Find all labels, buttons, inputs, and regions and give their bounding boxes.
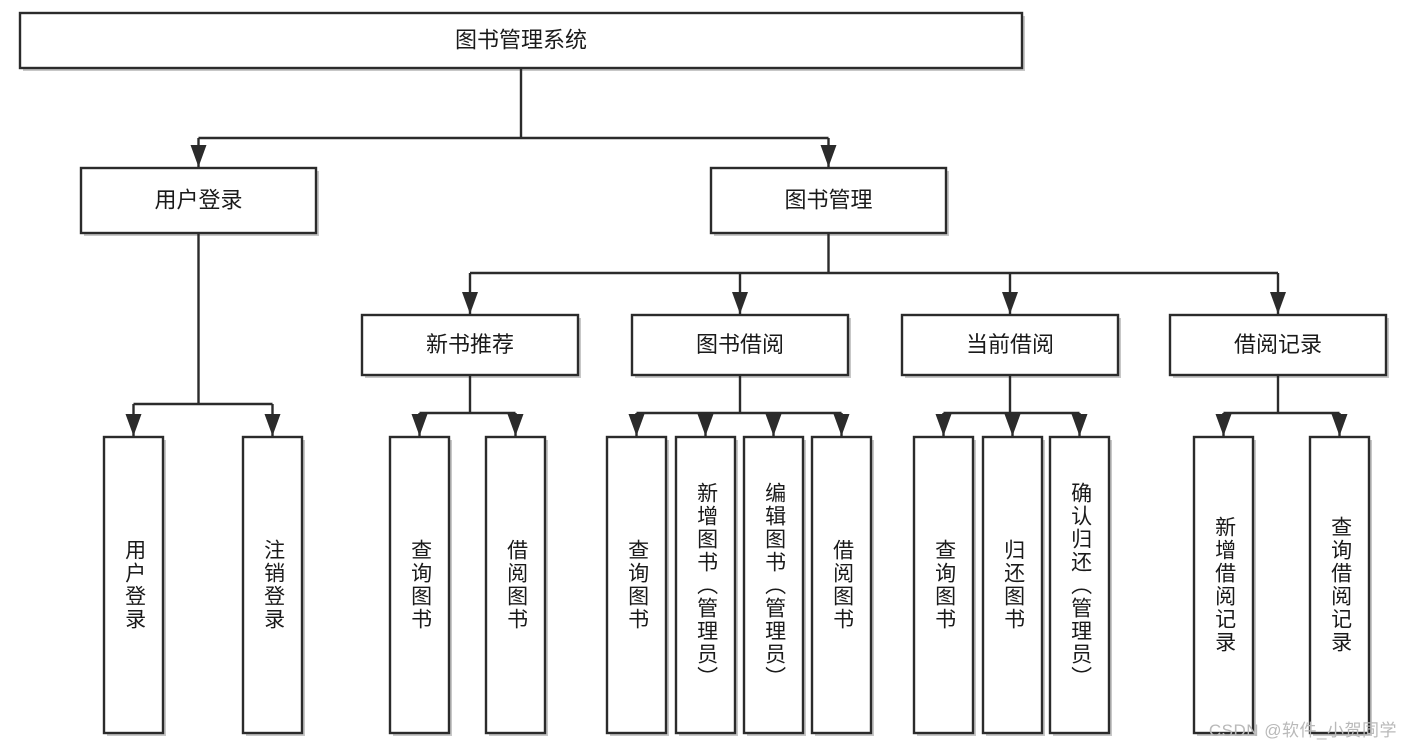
node-level2-0-label: 用户登录 (154, 187, 242, 212)
arrow-head-icon (264, 414, 281, 436)
watermark-text: CSDN @软件_小贺同学 (1208, 721, 1397, 740)
node-leaf-1[interactable] (241, 435, 304, 735)
arrow-head-icon (1215, 414, 1232, 436)
arrow-head-icon (1004, 414, 1021, 436)
node-leaf-3[interactable] (484, 435, 547, 735)
arrow-head-icon (833, 414, 850, 436)
arrow-head-icon (190, 145, 207, 167)
node-level3-2-label: 当前借阅 (966, 332, 1054, 357)
arrow-head-icon (462, 292, 478, 314)
node-level2-1-label: 图书管理 (784, 187, 872, 212)
node-level2-0[interactable] (79, 166, 318, 235)
node-leaf-12[interactable] (1308, 435, 1371, 735)
arrow-head-icon (765, 414, 782, 436)
node-level3-3[interactable] (1168, 313, 1388, 377)
node-leaf-11[interactable] (1192, 435, 1255, 735)
connector-layer (125, 68, 1348, 436)
arrow-head-icon (1331, 414, 1348, 436)
node-leaf-10[interactable] (1048, 435, 1111, 735)
node-level3-1-label: 图书借阅 (696, 332, 784, 357)
box-layer (18, 11, 1388, 735)
node-level3-1[interactable] (630, 313, 850, 377)
node-leaf-4[interactable] (605, 435, 668, 735)
node-leaf-2[interactable] (388, 435, 451, 735)
node-root[interactable] (18, 11, 1024, 70)
node-level3-2[interactable] (900, 313, 1120, 377)
node-level3-0[interactable] (360, 313, 580, 377)
node-leaf-8[interactable] (912, 435, 975, 735)
node-leaf-9[interactable] (981, 435, 1044, 735)
arrow-head-icon (1002, 292, 1018, 314)
arrow-head-icon (732, 292, 748, 314)
arrow-head-icon (411, 414, 428, 436)
node-leaf-0[interactable] (102, 435, 165, 735)
arrow-head-icon (820, 145, 837, 167)
node-level3-3-label: 借阅记录 (1234, 332, 1322, 357)
arrow-head-icon (125, 414, 142, 436)
arrow-head-icon (1071, 414, 1088, 436)
node-root-label: 图书管理系统 (455, 27, 587, 52)
node-level3-0-label: 新书推荐 (426, 332, 514, 357)
node-level2-1[interactable] (709, 166, 948, 235)
arrow-head-icon (507, 414, 524, 436)
arrow-head-icon (697, 414, 714, 436)
arrow-head-icon (628, 414, 645, 436)
node-leaf-5[interactable] (674, 435, 737, 735)
arrow-head-icon (935, 414, 952, 436)
node-leaf-6[interactable] (742, 435, 805, 735)
node-leaf-7[interactable] (810, 435, 873, 735)
arrow-head-icon (1270, 292, 1286, 314)
